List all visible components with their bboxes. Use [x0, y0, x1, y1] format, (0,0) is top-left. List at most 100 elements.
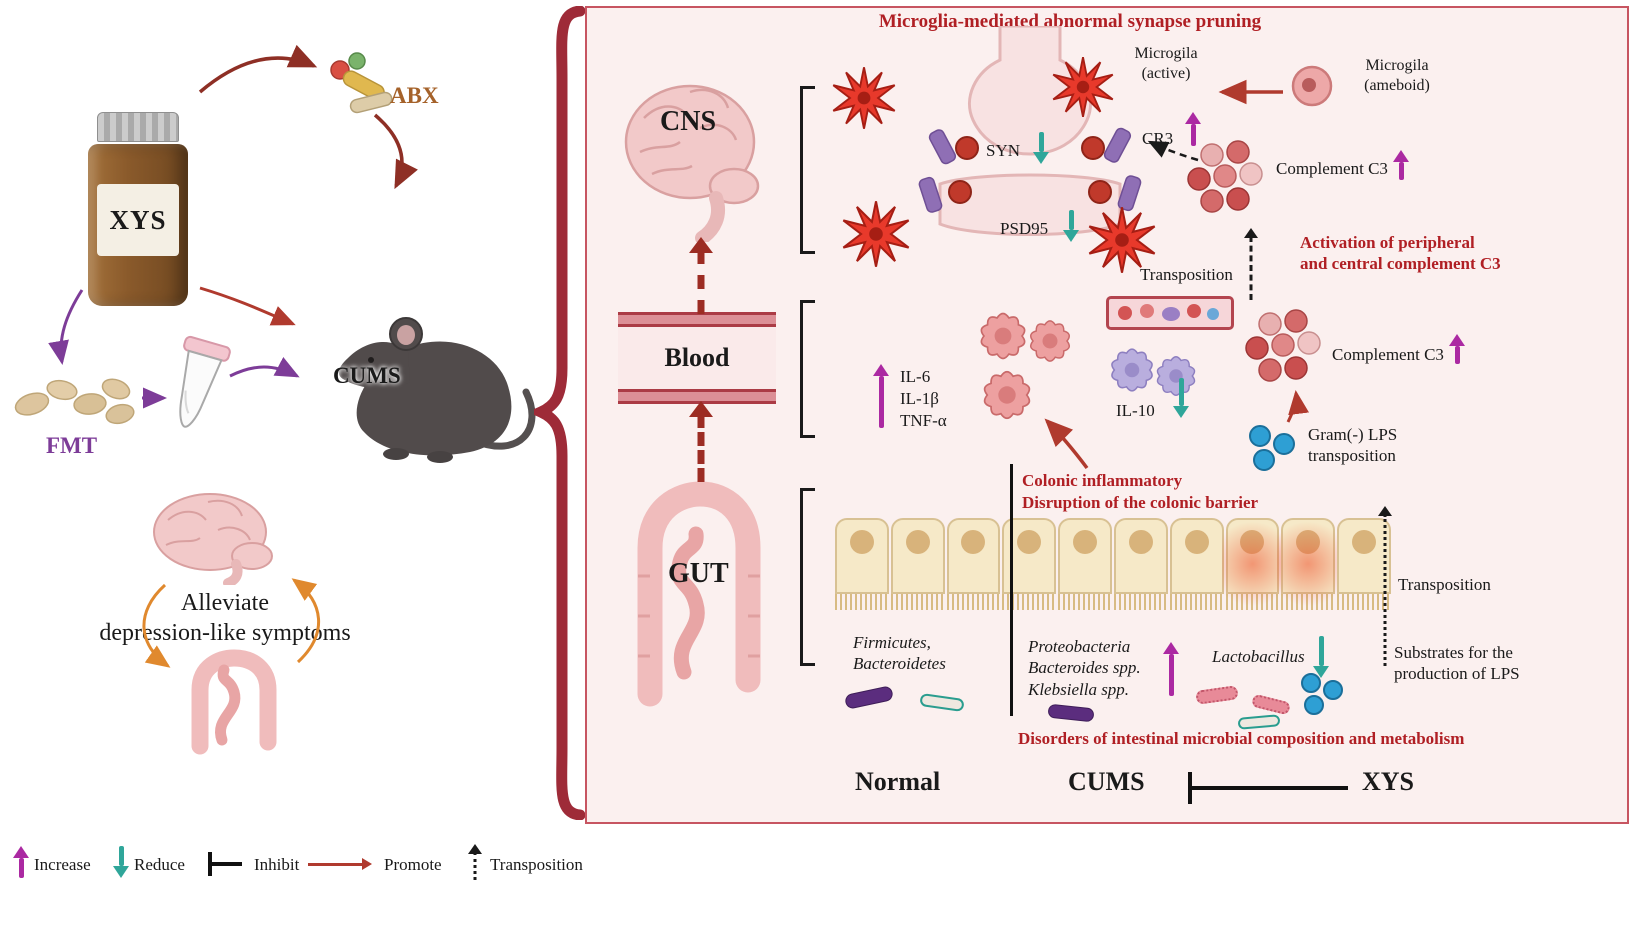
gut-icon: [637, 481, 761, 707]
gut-label: GUT: [668, 558, 729, 589]
proteobacteria-increase-arrow: [1162, 642, 1180, 696]
epithelial-cell-inflamed: [1221, 510, 1284, 614]
epithelial-cell: [890, 518, 945, 614]
transposition-gut-label: Transposition: [1398, 575, 1491, 594]
blood-vessel-icon: Blood: [618, 312, 776, 404]
activation-complement-text: Activation of peripheral and central com…: [1300, 232, 1530, 275]
gut-icon-left: [191, 649, 277, 755]
complement-c3-cluster-cns: [1187, 140, 1263, 213]
epithelial-cell: [1113, 518, 1168, 614]
lps-dots-icon: [1249, 425, 1295, 471]
epithelial-cell: [835, 518, 889, 614]
panel-title: Microglia-mediated abnormal synapse prun…: [878, 11, 1262, 32]
psd95-label: PSD95: [1000, 219, 1049, 238]
epithelial-cell: [1058, 518, 1112, 614]
microglia-icon-2: [842, 201, 910, 267]
proinflammatory-cell-icon-2: [1029, 320, 1071, 362]
alleviate-text: Alleviate depression-like symptoms: [85, 588, 365, 648]
xys-condition-label: XYS: [1362, 767, 1415, 796]
lactobacillus-label: Lactobacillus: [1212, 647, 1305, 666]
epithelial-cell: [1169, 518, 1224, 614]
colonic-inflammatory-label: Colonic inflammatory: [1022, 471, 1183, 490]
substrates-line1: Substrates for the: [1394, 643, 1513, 662]
fmt-label: FMT: [46, 433, 98, 458]
gram-lps-line2: transposition: [1308, 446, 1396, 466]
psd95-decrease-arrow: [1062, 210, 1080, 242]
epithelial-cell: [1337, 518, 1391, 614]
legend-increase-arrow: [12, 846, 30, 878]
cums-label: CUMS: [333, 363, 401, 388]
disruption-barrier-label: Disruption of the colonic barrier: [1022, 493, 1259, 512]
proteo-line3: Klebsiella spp.: [1028, 679, 1130, 699]
legend-inhibit-label: Inhibit: [254, 855, 300, 874]
complement-c3-cns-increase-arrow: [1392, 150, 1410, 180]
gut-bracket: [800, 488, 817, 666]
xys-inhibit-line: [1188, 786, 1348, 790]
complement-c3-cluster-blood: [1245, 309, 1321, 382]
mechanism-panel: [585, 6, 1629, 824]
legend-promote-icon: [308, 863, 364, 866]
complement-c3-cns-label: Complement C3: [1276, 159, 1388, 178]
alleviate-line2: depression-like symptoms: [99, 620, 351, 646]
epithelial-cell: [946, 518, 1001, 614]
cr3-label: CR3: [1142, 129, 1174, 148]
blood-to-cns-arrow: [688, 237, 714, 314]
complement-c3-blood-increase-arrow: [1448, 334, 1466, 364]
abx-pills-icon: [330, 52, 393, 114]
epithelial-cell-inflamed: [1277, 510, 1339, 614]
legend-inhibit-line: [208, 862, 242, 866]
bottle-label: XYS: [97, 184, 179, 256]
alleviate-line1: Alleviate: [181, 590, 269, 616]
microglia-ameboid-label: Microgila (ameboid): [1342, 56, 1452, 96]
normal-cums-divider: [1010, 464, 1013, 716]
proteobacteria-label: Proteobacteria Bacteroides spp. Klebsiel…: [1028, 636, 1173, 700]
legend-promote-head: [362, 858, 372, 870]
abx-label: ABX: [390, 83, 439, 108]
c3-blood-to-cns-arrow: [1244, 228, 1258, 300]
figure-brace: [534, 6, 586, 820]
xys-bottle-icon: XYS: [88, 112, 188, 306]
microglia-active-line1: Microgila: [1134, 45, 1198, 62]
proinflammatory-cell-icon-3: [983, 370, 1031, 420]
complement-c3-blood-label: Complement C3: [1332, 345, 1444, 364]
proteo-line1: Proteobacteria: [1028, 637, 1131, 656]
microglia-ameboid-icon: [1291, 65, 1333, 107]
disorders-label: Disorders of intestinal microbial compos…: [1018, 729, 1465, 748]
arrow-xys-to-pellets: [48, 289, 84, 365]
transposition-cns-label: Transposition: [1140, 265, 1233, 284]
syn-decrease-arrow: [1032, 132, 1050, 164]
bottle-cap: [97, 112, 179, 142]
blood-label: Blood: [664, 343, 730, 372]
arrow-tube-to-mouse: [229, 356, 300, 378]
legend-promote-label: Promote: [384, 855, 442, 874]
cytokines-increase-arrow: [872, 364, 890, 428]
gram-lps-line1: Gram(-) LPS: [1308, 425, 1398, 444]
il10-decrease-arrow: [1172, 378, 1190, 418]
tnfa-label: TNF-α: [900, 411, 947, 430]
syn-label: SYN: [986, 141, 1021, 160]
firmicutes-label: Firmicutes, Bacteroidetes: [853, 632, 993, 675]
microglia-active-line2: (active): [1141, 65, 1191, 82]
il1b-label: IL-1β: [900, 389, 939, 408]
vessel-wall-top: [618, 312, 776, 327]
legend: Increase Reduce Inhibit Promote Transpos…: [0, 840, 700, 890]
fmt-tube-icon: [179, 335, 231, 428]
il10-cell-icon-2: [1156, 356, 1196, 396]
microglia-icon-3: [1052, 57, 1114, 117]
substrates-lps-label: Substrates for the production of LPS: [1394, 642, 1554, 685]
microglia-ameboid-line1: Microgila: [1365, 57, 1429, 74]
arrow-xys-to-abx: [198, 44, 318, 94]
microglia-active-label: Microgila (active): [1118, 44, 1214, 84]
il10-label: IL-10: [1116, 401, 1155, 420]
cns-bracket: [800, 86, 817, 254]
substrates-line2: production of LPS: [1394, 664, 1520, 684]
fmt-pellets-icon: [14, 378, 135, 425]
cns-label: CNS: [660, 106, 717, 137]
microglia-icon-1: [832, 67, 896, 129]
cums-mouse-icon: [338, 317, 536, 463]
epithelium-illustration: [835, 510, 1391, 614]
il6-label: IL-6: [900, 367, 931, 386]
firmicutes-line1: Firmicutes,: [853, 633, 931, 652]
microglia-ameboid-line2: (ameboid): [1364, 77, 1430, 94]
